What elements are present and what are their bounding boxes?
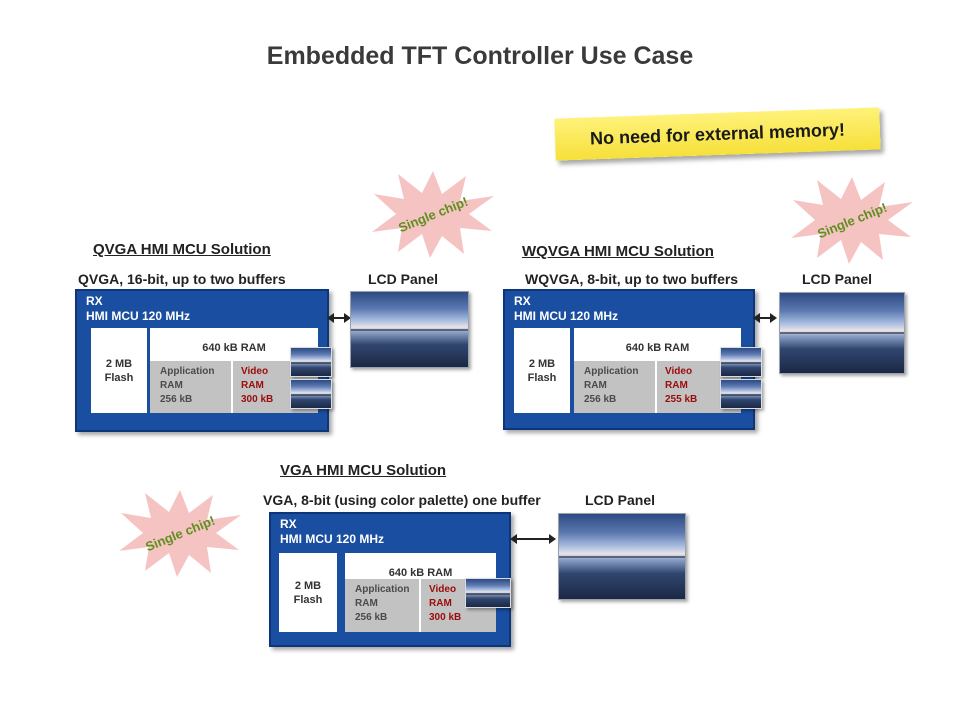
starburst-icon: [119, 490, 241, 577]
chip-name: RX: [86, 294, 103, 308]
frame-buffer-thumbnail: [465, 578, 511, 608]
starburst-icon: [791, 177, 913, 264]
ram-title: 640 kB RAM: [625, 342, 690, 354]
frame-buffer-thumbnail: [720, 347, 762, 377]
vga-lcd-panel-label: LCD Panel: [585, 492, 656, 508]
bidirectional-arrow-icon: [327, 311, 351, 325]
vga-solution-title: VGA HMI MCU Solution: [280, 462, 447, 479]
bidirectional-arrow-icon: [753, 311, 777, 325]
single-chip-starburst: Single chip!: [787, 174, 917, 266]
chip-header: RX HMI MCU 120 MHz: [514, 294, 618, 324]
chip-header: RX HMI MCU 120 MHz: [86, 294, 190, 324]
wqvga-lcd-panel-label: LCD Panel: [802, 271, 873, 287]
ram-title: 640 kB RAM: [388, 567, 453, 579]
frame-buffer-thumbnail: [290, 347, 332, 377]
chip-spec: HMI MCU 120 MHz: [86, 309, 191, 323]
chip-name: RX: [280, 517, 297, 531]
single-chip-starburst: Single chip!: [368, 168, 498, 260]
bidirectional-arrow-icon: [510, 532, 556, 546]
ram-title: 640 kB RAM: [202, 342, 266, 354]
qvga-solution-subtitle: QVGA, 16-bit, up to two buffers: [78, 271, 286, 287]
vga-lcd-panel-image: [558, 513, 686, 600]
chip-header: RX HMI MCU 120 MHz: [280, 517, 384, 547]
chip-name: RX: [514, 294, 531, 308]
vga-solution-subtitle: VGA, 8-bit (using color palette) one buf…: [263, 492, 541, 508]
qvga-lcd-panel-image: [350, 291, 469, 368]
chip-spec: HMI MCU 120 MHz: [514, 309, 619, 323]
starburst-icon: [372, 171, 494, 258]
frame-buffer-thumbnail: [290, 379, 332, 409]
qvga-lcd-panel-label: LCD Panel: [368, 271, 439, 287]
qvga-solution-title: QVGA HMI MCU Solution: [93, 241, 271, 258]
frame-buffer-thumbnail: [720, 379, 762, 409]
no-external-memory-banner: No need for external memory!: [554, 107, 881, 161]
chip-spec: HMI MCU 120 MHz: [280, 532, 385, 546]
wqvga-solution-title: WQVGA HMI MCU Solution: [522, 243, 714, 260]
page-title: Embedded TFT Controller Use Case: [266, 42, 694, 70]
wqvga-lcd-panel-image: [779, 292, 905, 374]
single-chip-starburst: Single chip!: [115, 487, 245, 579]
wqvga-solution-subtitle: WQVGA, 8-bit, up to two buffers: [525, 271, 739, 287]
